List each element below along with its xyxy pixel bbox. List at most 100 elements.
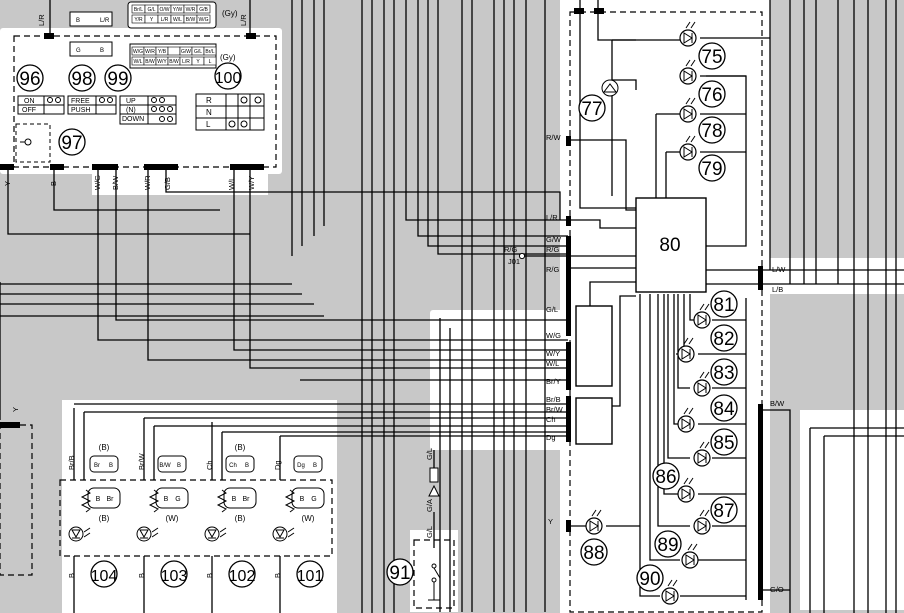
callout-circle-96 [16, 64, 44, 92]
wire-label: Ch [546, 415, 556, 424]
callout-88: 88 [583, 543, 604, 564]
sensor-top-pin: B [109, 463, 113, 469]
callout-circle-100 [214, 62, 242, 90]
sensor-bot-pin: B [164, 496, 169, 503]
led-symbol [693, 303, 711, 329]
wire-label: G/L [425, 448, 434, 460]
wire-label: W/L [227, 177, 236, 190]
sensor-bot-color: (B) [99, 514, 110, 523]
sensor-top-pin: B [245, 463, 249, 469]
small-conn-top-1: L/R [100, 18, 110, 24]
wire-label: B [273, 573, 282, 578]
sensor-top-color: (B) [235, 443, 246, 452]
callout-91: 91 [389, 563, 410, 584]
gy-label-2: (Gy) [220, 53, 236, 62]
callout-circle-75 [698, 42, 726, 70]
switch-97-symbol [15, 123, 51, 163]
small-conn-top-0: B [76, 18, 80, 24]
switch-99: UP (N) DOWN [119, 95, 177, 125]
switch-100-row1: N [206, 108, 212, 117]
callout-97: 97 [61, 133, 82, 154]
connector-pin: G/L [147, 7, 155, 13]
callout-circle-103 [160, 560, 188, 588]
led-symbol [679, 59, 697, 85]
callout-circle-104 [90, 560, 118, 588]
connector-pin: B/W [145, 59, 155, 65]
wire-label: W/Y [546, 349, 560, 358]
fuse-91 [428, 467, 441, 601]
callout-98: 98 [71, 69, 92, 90]
callout-circle-99 [104, 64, 132, 92]
connector-pin: W/L [173, 17, 182, 23]
wire-label: W/L [546, 359, 559, 368]
sensor-bot-pin: G [311, 496, 316, 503]
sensor-bot-color: (W) [302, 514, 315, 523]
connector-pin: Br/L [134, 7, 143, 13]
led-symbol [677, 337, 695, 363]
sensor-bot-pin: Br [243, 496, 251, 503]
callout-75: 75 [701, 47, 722, 68]
connector-pin: Y [196, 59, 200, 65]
callout-circle-98 [68, 64, 96, 92]
connector-pin: L [209, 59, 212, 65]
switch-96-row1: OFF [22, 107, 36, 114]
wire-label: Br/B [546, 395, 561, 404]
wire-label: W/G [546, 331, 561, 340]
led-symbol [677, 407, 695, 433]
wire-label: Y [3, 181, 12, 186]
wire-label: L/R [546, 213, 558, 222]
callout-circle-102 [228, 560, 256, 588]
callout-90: 90 [639, 569, 660, 590]
switch-100: R N L [195, 93, 265, 131]
connector-bars [0, 8, 763, 600]
sensor-bot-pin: B [300, 496, 305, 503]
junction-j01 [518, 252, 526, 260]
callout-circle-101 [296, 560, 324, 588]
wire-label: R/G [504, 245, 518, 254]
connector-pin: Y/R [134, 17, 143, 23]
wire-label: G/L [425, 526, 434, 538]
switch-96-row0: ON [24, 98, 35, 105]
callout-86: 86 [655, 467, 676, 488]
wire-label: Y [11, 407, 20, 412]
callout-102: 102 [229, 568, 256, 585]
wire-label: L/W [772, 265, 786, 274]
wire-label: Y [548, 517, 553, 526]
switch-98: FREE PUSH [67, 95, 117, 115]
sensor-bot-pin: B [232, 496, 237, 503]
led-symbol [693, 371, 711, 397]
connector-pin: G/L [194, 49, 202, 55]
connector-pin: B/W [169, 59, 179, 65]
callout-circle-85 [710, 428, 738, 456]
callout-84: 84 [713, 399, 735, 420]
indicator-leds [585, 21, 711, 605]
connector-pin: Y/W [173, 7, 183, 13]
gy-label-1: (Gy) [222, 9, 238, 18]
sensor-top-pin: Br [94, 463, 100, 469]
sensor-top-pin: B [313, 463, 317, 469]
wire-label: Dg [546, 433, 556, 442]
callout-circle-89 [654, 530, 682, 558]
diode-77 [601, 79, 619, 97]
callout-circle-83 [710, 358, 738, 386]
ecu-box [635, 197, 707, 293]
callout-76: 76 [701, 85, 722, 106]
module-lower [575, 397, 613, 445]
wire-label: J01 [508, 257, 520, 266]
callout-89: 89 [657, 535, 678, 556]
callout-96: 96 [19, 69, 40, 90]
callout-100: 100 [215, 70, 242, 87]
callout-99: 99 [107, 69, 128, 90]
connector-pin: W/L [134, 59, 143, 65]
small-conn-98-0: G [76, 48, 81, 54]
wire-label: W/G [93, 175, 102, 190]
callout-circle-77 [578, 94, 606, 122]
wire-label: L/R [37, 14, 46, 26]
wire-label: B [205, 573, 214, 578]
